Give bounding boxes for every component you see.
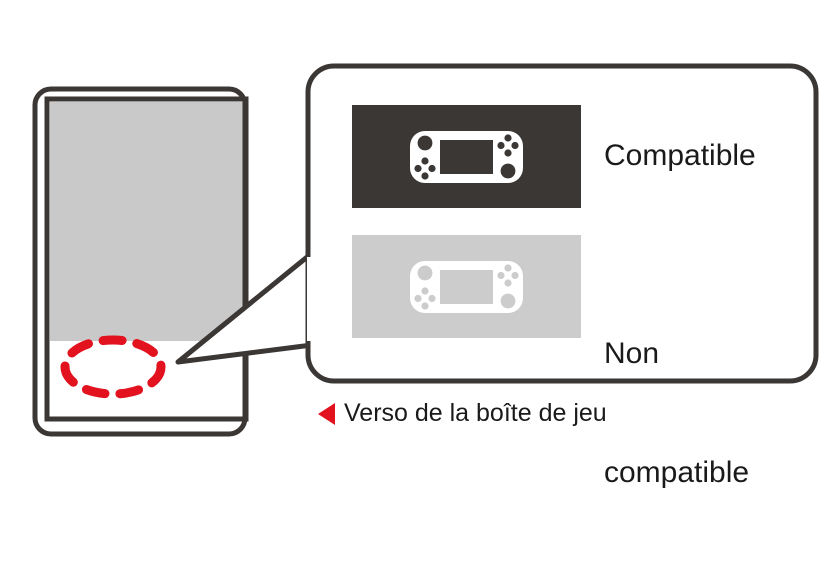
callout-row-compatible (352, 105, 581, 208)
console-dpad-up (421, 157, 429, 165)
caption: Verso de la boîte de jeu (318, 399, 607, 428)
console-dpad-left (414, 294, 422, 303)
console-screen (440, 270, 493, 304)
console-button-x (504, 264, 512, 272)
compatible-label: Compatible (604, 139, 756, 172)
console-button-x (504, 134, 512, 142)
callout-row-non-compatible (352, 235, 581, 338)
caption-label: Verso de la boîte de jeu (344, 399, 607, 427)
diagram-canvas (32, 63, 819, 437)
handheld-console-icon-non-compatible (410, 261, 523, 313)
console-dpad-right (428, 164, 436, 173)
console-button-y (497, 141, 505, 150)
console-dpad-right (428, 294, 436, 303)
compatibility-logo-highlight-ellipse (60, 335, 166, 399)
left-triangle-icon (318, 402, 335, 425)
console-left-stick (417, 265, 433, 281)
console-button-b (504, 279, 512, 287)
console-left-stick (417, 135, 433, 151)
non-compatible-label-line2: compatible (604, 455, 750, 489)
console-button-b (504, 149, 512, 157)
console-dpad-down (421, 302, 429, 310)
console-dpad-up (421, 287, 429, 295)
game-box-artwork-area (50, 102, 243, 341)
console-right-stick (500, 293, 516, 309)
figure-root: Compatible Non compatible Verso de la bo… (32, 63, 819, 489)
console-button-a (511, 271, 519, 280)
game-box-back (32, 86, 249, 437)
console-button-a (511, 141, 519, 150)
console-right-stick (500, 163, 516, 179)
console-button-y (497, 271, 505, 280)
handheld-console-icon-compatible (410, 131, 523, 183)
non-compatible-label: Non compatible (604, 255, 749, 572)
non-compatible-label-line1: Non (604, 337, 660, 371)
console-dpad-left (414, 164, 422, 173)
console-dpad-down (421, 172, 429, 180)
console-screen (440, 140, 493, 174)
